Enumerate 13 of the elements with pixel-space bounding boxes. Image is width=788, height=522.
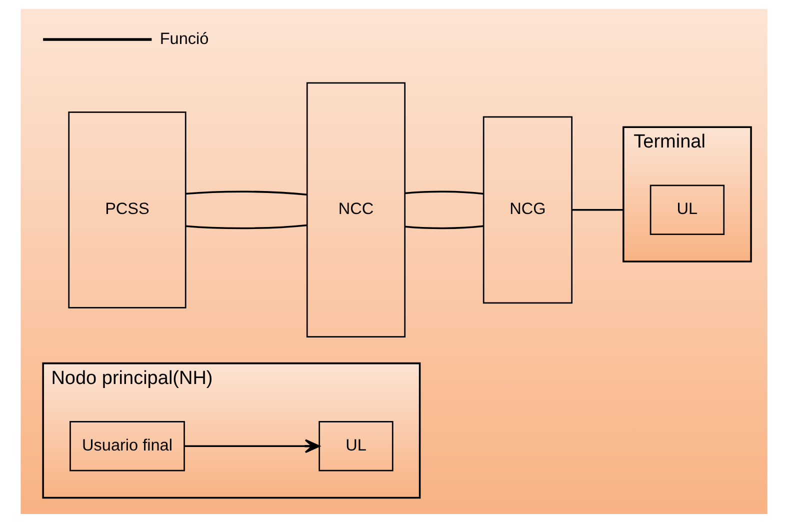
legend-label: Funció	[160, 29, 209, 48]
node-box: Usuario final	[70, 420, 185, 471]
node-box: NCG	[482, 116, 573, 304]
connector	[186, 224, 307, 229]
node-box: PCSS	[68, 111, 186, 308]
connector	[572, 208, 624, 210]
arrow	[184, 438, 320, 453]
connector	[404, 224, 484, 229]
connector	[186, 190, 307, 195]
connector	[404, 190, 484, 194]
node-box: NCC	[306, 82, 406, 338]
node-box: UL	[650, 184, 725, 235]
node-box: UL	[318, 420, 394, 471]
